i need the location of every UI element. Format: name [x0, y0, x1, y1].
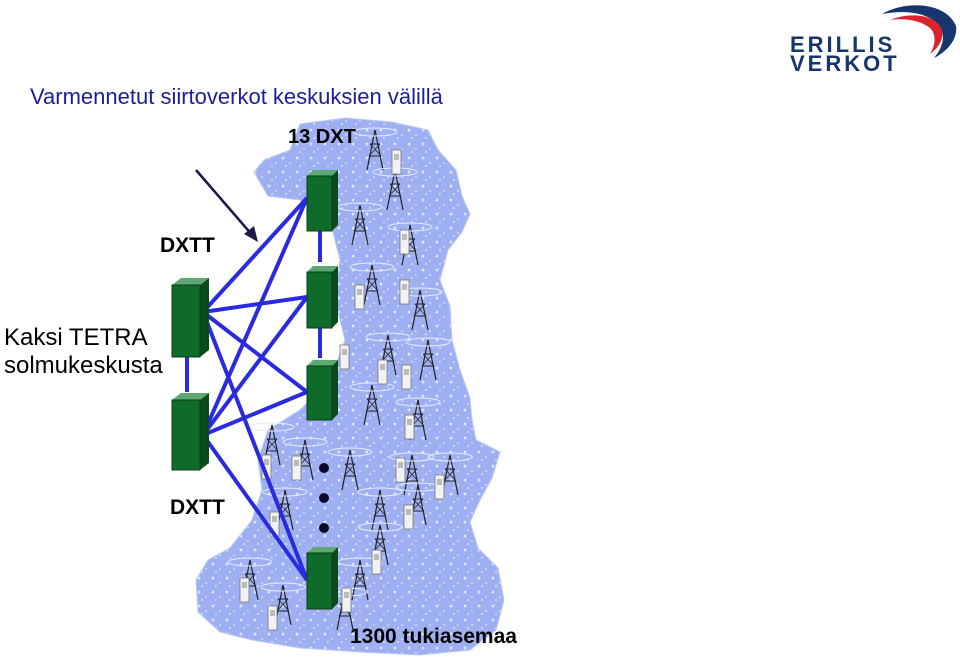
centers-label-line2: solmukeskusta: [4, 352, 163, 379]
centers-label-line1: Kaksi TETRA: [4, 324, 148, 351]
dxtt-switch-top: [171, 278, 209, 358]
dxt-switch-4: [306, 547, 338, 610]
dxt-switch-1: [306, 170, 338, 232]
centers-label: Kaksi TETRA solmukeskusta: [4, 324, 163, 380]
continuation-dot: [319, 493, 329, 503]
dxt-switch-2: [306, 266, 338, 329]
dxtt-switch-bottom: [171, 393, 209, 471]
dxtt-top-label: DXTT: [160, 234, 215, 257]
logo-line1: ERILLIS: [790, 32, 896, 57]
dxt-count-label: 13 DXT: [288, 126, 356, 148]
continuation-dot: [319, 523, 329, 533]
pointer-arrow: [195, 169, 254, 237]
network-links: [185, 196, 322, 582]
dxt-switch-3: [306, 360, 338, 421]
erillisverkot-logo: ERILLIS VERKOT: [786, 0, 960, 76]
logo-line2: VERKOT: [790, 51, 900, 76]
base-station-label: 1300 tukiasemaa: [350, 625, 517, 648]
dxtt-bottom-label: DXTT: [170, 496, 225, 519]
page-title: Varmennetut siirtoverkot keskuksien väli…: [30, 84, 443, 109]
continuation-dot: [319, 463, 329, 473]
logo-swoosh-icon: [882, 5, 957, 58]
